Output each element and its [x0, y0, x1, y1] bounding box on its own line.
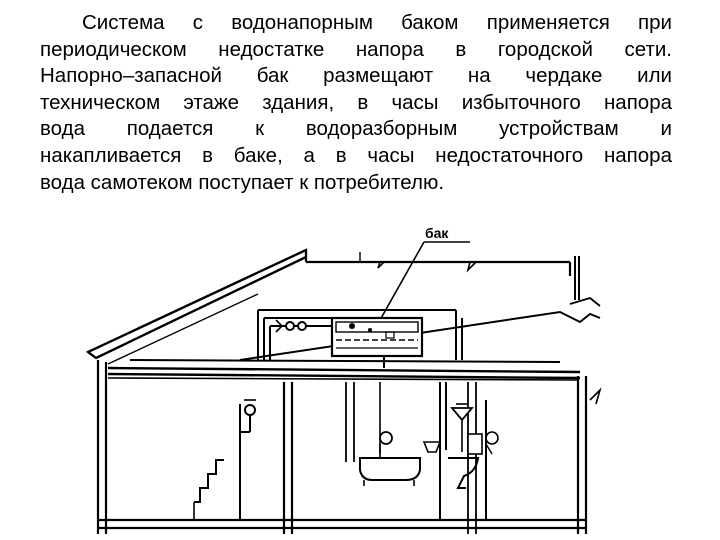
paragraph-line: техническом этаже здания, в часы избыточ… [40, 90, 672, 114]
tank-label: бак [379, 225, 470, 321]
bathtub [359, 431, 421, 486]
paragraph-line: Система с водонапорным баком применяется… [82, 11, 672, 34]
building-water-supply-diagram: бак [85, 225, 602, 534]
roof [85, 248, 601, 365]
paragraph-line: периодическом недостатке напора в городс… [40, 37, 672, 61]
water-tank [330, 316, 424, 358]
wash-basin [450, 403, 474, 452]
kitchen-sink [422, 441, 442, 453]
paragraph-line: вода подается к водоразборным устройства… [40, 117, 672, 141]
risers [239, 382, 487, 520]
ground-floor [98, 518, 586, 530]
paragraph-line: вода самотеком поступает к потребителю. [40, 170, 445, 194]
attic-piping [257, 309, 463, 368]
exterior-walls [96, 360, 602, 534]
paragraph-line: Напорно–запасной бак размещают на чердак… [40, 64, 672, 88]
tank-label-text: бак [425, 225, 449, 241]
description-paragraph: Система с водонапорным баком применяется… [40, 10, 672, 196]
attic-floor [107, 310, 601, 380]
paragraph-line: накапливается в баке, а в часы недостато… [40, 143, 672, 167]
toilet [448, 431, 499, 489]
tank-leader-line [379, 241, 425, 321]
staircase [193, 459, 224, 520]
